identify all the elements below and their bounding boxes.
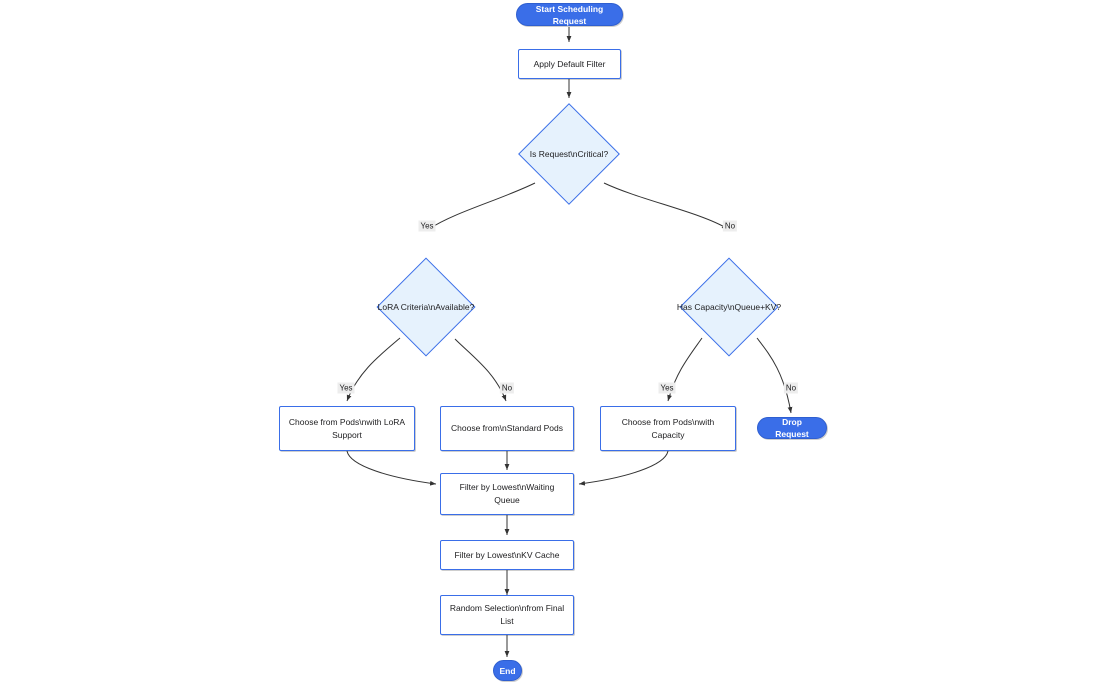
edge-lora-criteria-to-pods-standard — [454, 338, 507, 402]
edge-is-critical-to-lora-criteria — [428, 182, 536, 230]
node-label: Choose from Pods\nwith LoRA Support — [288, 416, 406, 440]
node-label: Start Scheduling Request — [535, 3, 604, 26]
node-label: LoRA Criteria\nAvailable? — [377, 302, 475, 312]
edge-is-critical-to-has-capacity — [603, 182, 729, 230]
edge-pods-capacity-to-filter-queue — [578, 450, 669, 486]
node-label: Drop Request — [775, 417, 809, 439]
edge-label-text: Yes — [339, 383, 353, 393]
node-label: Choose from\nStandard Pods — [451, 423, 563, 433]
node-lora-criteria-available[interactable]: LoRA Criteria\nAvailable? — [376, 257, 476, 357]
node-has-capacity-queue-kv[interactable]: Has Capacity\nQueue+KV? — [677, 257, 781, 357]
node-label: Apply Default Filter — [533, 58, 606, 69]
node-label: Choose from Pods\nwith Capacity — [621, 416, 715, 440]
node-choose-standard-pods[interactable]: Choose from\nStandard Pods — [440, 406, 574, 451]
edge-label-text: No — [785, 383, 797, 393]
node-is-request-critical[interactable]: Is Request\nCritical? — [518, 103, 620, 205]
edge-label-no-capacity: No — [783, 382, 799, 394]
edge-pods-lora-to-filter-queue — [346, 450, 437, 486]
node-label: End — [499, 665, 516, 676]
node-choose-pods-capacity[interactable]: Choose from Pods\nwith Capacity — [600, 406, 736, 451]
edge-label-text: Yes — [660, 383, 674, 393]
node-drop-request[interactable]: Drop Request — [757, 417, 827, 439]
node-end[interactable]: End — [493, 660, 522, 681]
node-label: Filter by Lowest\nWaiting Queue — [459, 482, 555, 505]
edge-label-no-lora: No — [499, 382, 515, 394]
edge-lora-criteria-to-pods-lora — [346, 337, 401, 402]
edge-label-yes-capacity: Yes — [658, 382, 676, 394]
node-filter-lowest-kv-cache[interactable]: Filter by Lowest\nKV Cache — [440, 540, 574, 570]
node-choose-pods-lora-support[interactable]: Choose from Pods\nwith LoRA Support — [279, 406, 415, 451]
node-label: Filter by Lowest\nKV Cache — [454, 549, 560, 560]
edge-label-yes-critical: Yes — [418, 220, 436, 232]
edge-has-capacity-to-drop-request — [756, 337, 793, 414]
node-label: Is Request\nCritical? — [529, 149, 609, 159]
edge-label-text: Yes — [420, 221, 434, 231]
edge-label-yes-lora: Yes — [337, 382, 355, 394]
node-label: Random Selection\nfrom Final List — [449, 603, 565, 626]
node-apply-default-filter[interactable]: Apply Default Filter — [518, 49, 621, 79]
edge-label-no-critical: No — [722, 220, 738, 232]
node-label: Has Capacity\nQueue+KV? — [676, 302, 782, 312]
node-start-scheduling-request[interactable]: Start Scheduling Request — [516, 3, 623, 26]
edge-label-text: No — [501, 383, 513, 393]
node-filter-lowest-waiting-queue[interactable]: Filter by Lowest\nWaiting Queue — [440, 473, 574, 515]
node-random-selection-final-list[interactable]: Random Selection\nfrom Final List — [440, 595, 574, 635]
edge-label-text: No — [724, 221, 736, 231]
